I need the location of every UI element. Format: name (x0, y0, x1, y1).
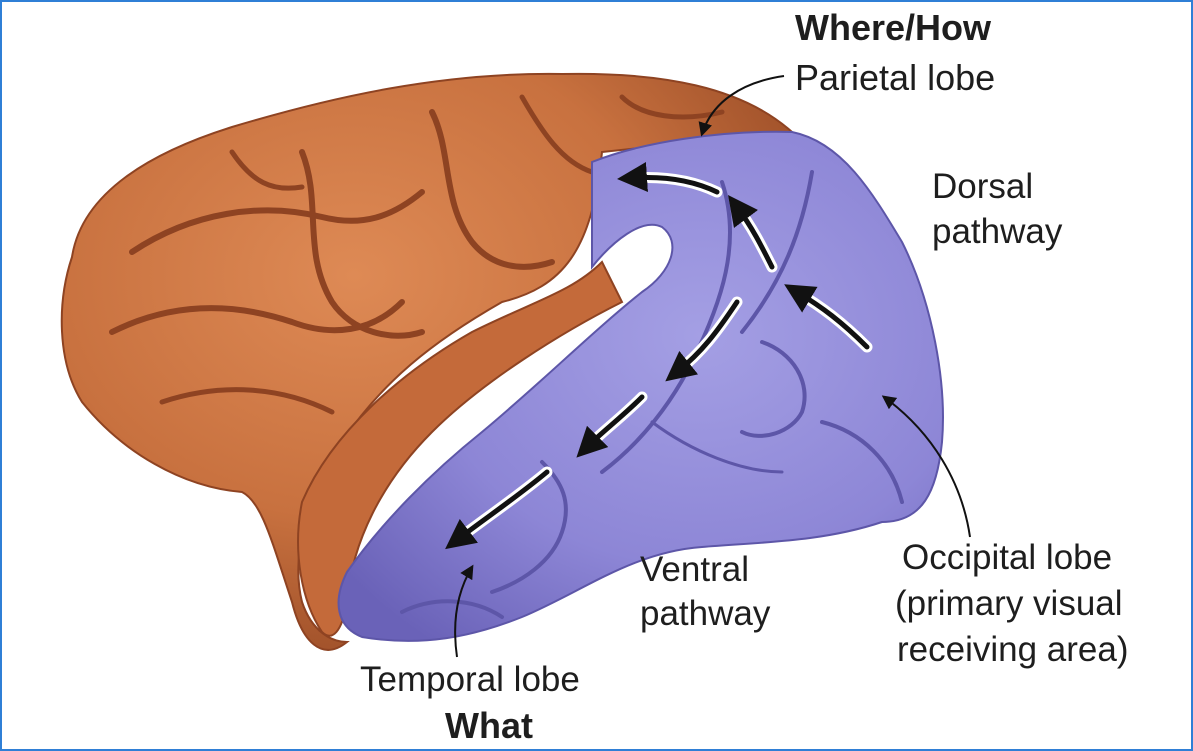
parietal-lobe-label: Parietal lobe (795, 58, 995, 98)
occipital-lobe-label-line3: receiving area) (897, 630, 1129, 669)
where-how-heading: Where/How (795, 8, 991, 48)
ventral-pathway-label-line1: Ventral (640, 550, 749, 589)
dorsal-pathway-label-line2: pathway (932, 212, 1062, 251)
occipital-lobe-label-line2: (primary visual (895, 584, 1123, 623)
dorsal-pathway-label-line1: Dorsal (932, 167, 1033, 206)
ventral-pathway-label-line2: pathway (640, 594, 770, 633)
occipital-lobe-label-line1: Occipital lobe (902, 538, 1112, 577)
temporal-lobe-label: Temporal lobe (360, 660, 580, 699)
what-heading: What (445, 706, 533, 746)
